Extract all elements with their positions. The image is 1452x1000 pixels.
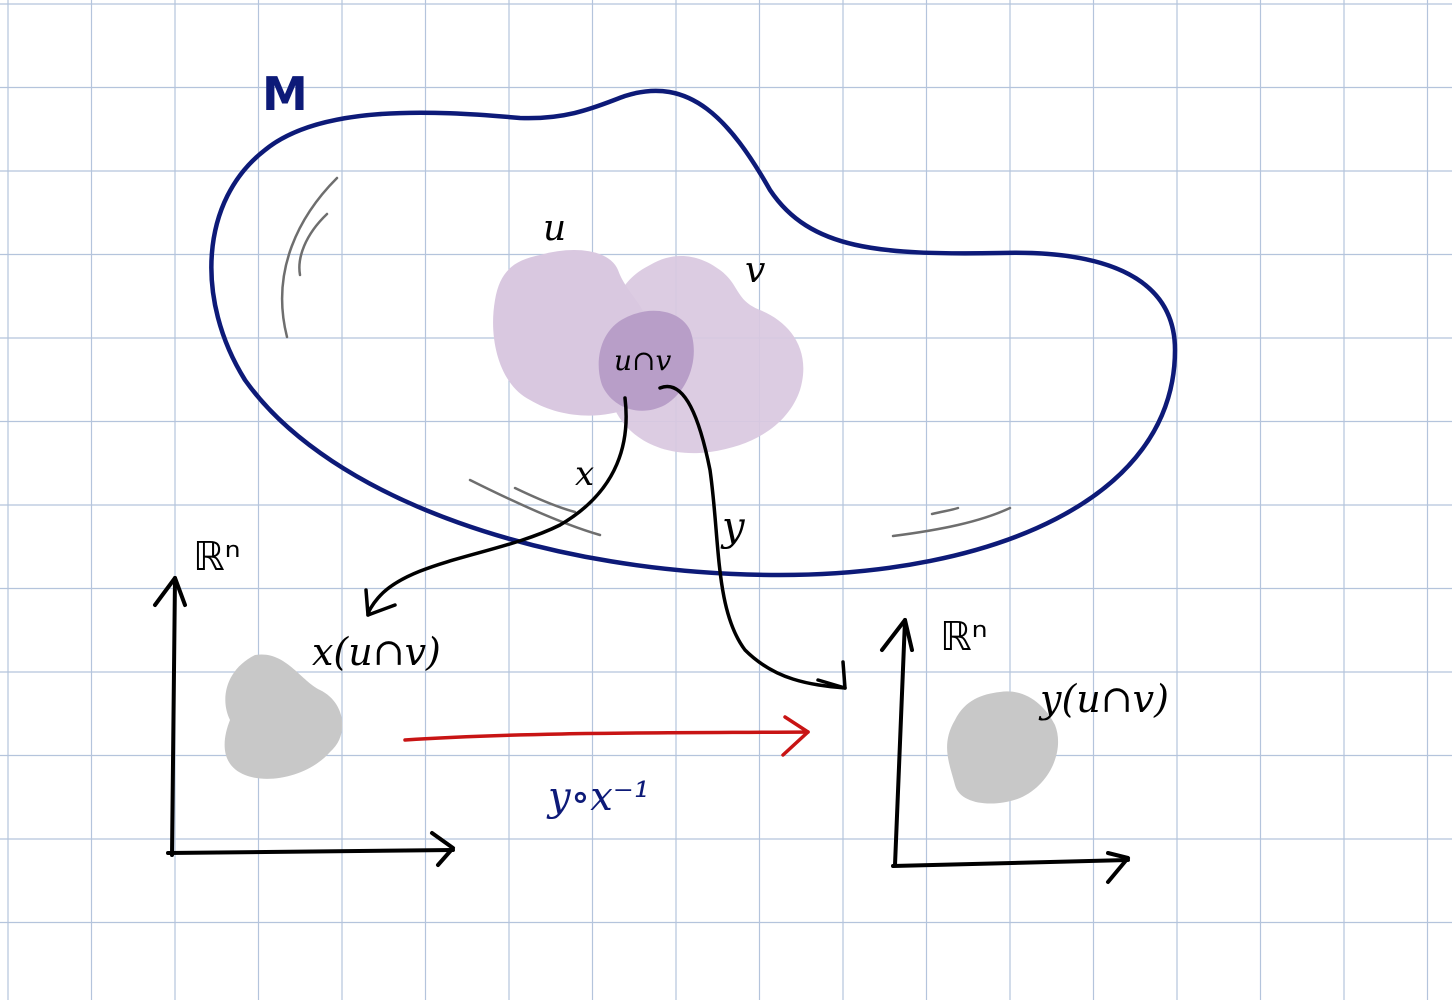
chart-map-arrows	[364, 384, 847, 690]
left-x-axis-head	[430, 831, 455, 867]
right-y-axis	[893, 618, 907, 867]
right-image-label: y(u∩v)	[1038, 677, 1169, 721]
right-x-axis-head	[1106, 851, 1130, 884]
right-space-label: ℝⁿ	[940, 614, 988, 660]
chart-x-arrow	[366, 396, 628, 617]
chart-y-arrow	[658, 384, 847, 690]
left-x-axis	[166, 848, 455, 855]
chart-y-arrowhead	[816, 660, 847, 690]
image-x-of-intersection	[224, 654, 343, 779]
chart-x-arrowhead	[364, 588, 397, 617]
manifold-outline	[209, 88, 1178, 578]
manifold-shading-strokes	[280, 176, 1012, 538]
left-y-axis	[170, 576, 177, 857]
set-u-label: u	[543, 208, 566, 249]
chart-y-label: y	[720, 504, 746, 550]
right-x-axis	[891, 858, 1130, 868]
intersection-label: u∩v	[614, 344, 671, 377]
left-y-axis-head	[153, 576, 187, 607]
transition-map-arrow	[403, 715, 810, 757]
coordinate-axes	[153, 576, 1130, 884]
left-image-label: x(u∩v)	[312, 630, 441, 674]
left-space-label: ℝⁿ	[193, 534, 241, 580]
transition-label: y∘x⁻¹	[546, 774, 650, 820]
image-y-of-intersection	[947, 691, 1059, 804]
set-v-label: v	[745, 250, 765, 291]
right-y-axis-head	[880, 618, 914, 652]
manifold-label: M	[262, 67, 308, 121]
chart-x-label: x	[575, 454, 594, 494]
